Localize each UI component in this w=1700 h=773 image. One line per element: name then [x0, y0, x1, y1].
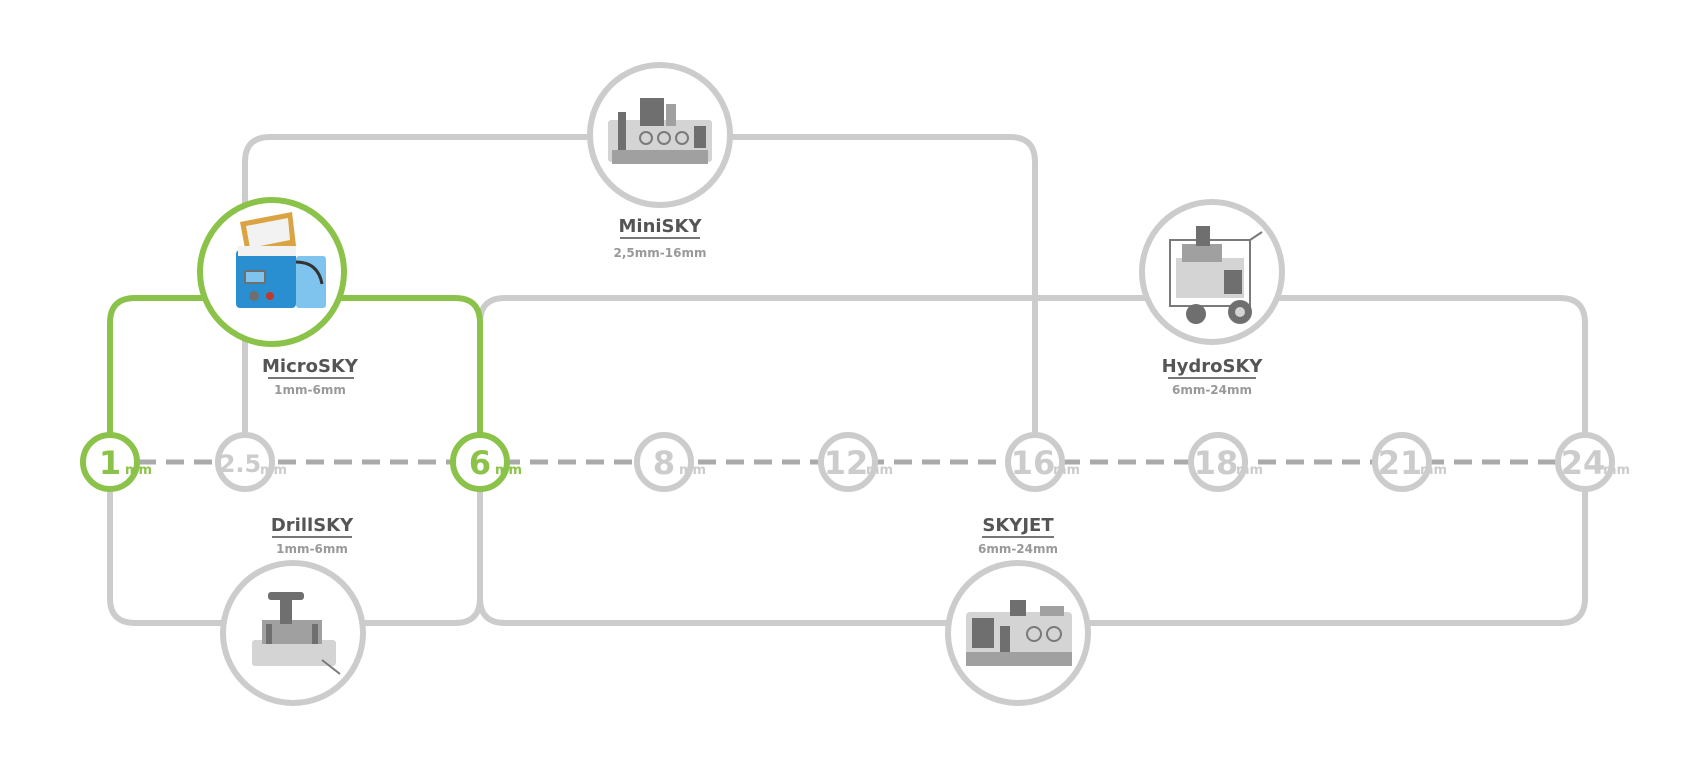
scale-stop-12mm[interactable]: 12 mm	[818, 432, 893, 492]
scale-stop-value: 8	[653, 444, 675, 482]
microsky-machine-icon	[236, 212, 326, 308]
scale-stop-value: 1	[99, 444, 121, 482]
scale-stop-value: 6	[469, 444, 491, 482]
scale-stop-value: 21	[1378, 444, 1423, 482]
minisky-machine-icon	[608, 98, 712, 164]
scale-stop-16mm[interactable]: 16 mm	[1005, 432, 1080, 492]
scale-stop-unit: mm	[260, 463, 287, 478]
scale-stop-value: 12	[824, 444, 869, 482]
product-name: MicroSKY	[262, 356, 359, 377]
scale-stop-unit: mm	[495, 463, 522, 478]
scale-stop-6mm[interactable]: 6 mm	[450, 432, 522, 492]
scale-stop-unit: mm	[1053, 463, 1080, 478]
scale-stop-unit: mm	[1420, 463, 1447, 478]
product-drillsky[interactable]: DrillSKY 1mm-6mm	[220, 515, 366, 706]
product-hydrosky[interactable]: HydroSKY 6mm-24mm	[1139, 199, 1285, 397]
scale-stop-21mm[interactable]: 21 mm	[1372, 432, 1447, 492]
product-range: 6mm-24mm	[978, 542, 1058, 556]
scale-stop-ring	[215, 432, 275, 492]
scale-stop-ring	[1555, 432, 1615, 492]
scale-stop-ring	[634, 432, 694, 492]
product-name: MiniSKY	[618, 216, 702, 237]
product-name: SKYJET	[982, 515, 1054, 536]
product-range: 1mm-6mm	[274, 383, 346, 397]
product-range: 2,5mm-16mm	[614, 246, 707, 260]
scale-stop-unit: mm	[866, 463, 893, 478]
scale-stop-1mm[interactable]: 1 mm	[80, 432, 152, 492]
scale-stop-unit: mm	[1603, 463, 1630, 478]
drillsky-machine-icon	[252, 592, 341, 675]
product-minisky[interactable]: MiniSKY 2,5mm-16mm	[587, 62, 733, 260]
product-name: HydroSKY	[1162, 356, 1264, 377]
product-range: 1mm-6mm	[276, 542, 348, 556]
scale-stop-8mm[interactable]: 8 mm	[634, 432, 706, 492]
scale-stop-2-5mm[interactable]: 2.5 mm	[215, 432, 287, 492]
scale-stop-ring	[80, 432, 140, 492]
scale-stop-value: 24	[1561, 444, 1606, 482]
scale-stop-value: 2.5	[219, 450, 262, 478]
scale-stop-value: 16	[1011, 444, 1056, 482]
product-skyjet[interactable]: SKYJET 6mm-24mm	[945, 515, 1091, 706]
scale-stop-ring	[450, 432, 510, 492]
hydrosky-machine-icon	[1169, 226, 1263, 324]
scale-stop-ring	[1188, 432, 1248, 492]
product-range: 6mm-24mm	[1172, 383, 1252, 397]
scale-stop-18mm[interactable]: 18 mm	[1188, 432, 1263, 492]
product-name: DrillSKY	[271, 515, 354, 536]
skyjet-machine-icon	[966, 600, 1072, 666]
scale-stop-unit: mm	[679, 463, 706, 478]
scale-stop-ring	[1372, 432, 1432, 492]
scale-stop-ring	[818, 432, 878, 492]
product-microsky[interactable]: MicroSKY 1mm-6mm	[197, 197, 359, 397]
scale-stop-unit: mm	[1236, 463, 1263, 478]
scale-stop-ring	[1005, 432, 1065, 492]
scale-stop-value: 18	[1194, 444, 1239, 482]
scale-stop-24mm[interactable]: 24 mm	[1555, 432, 1630, 492]
scale-stop-unit: mm	[125, 463, 152, 478]
